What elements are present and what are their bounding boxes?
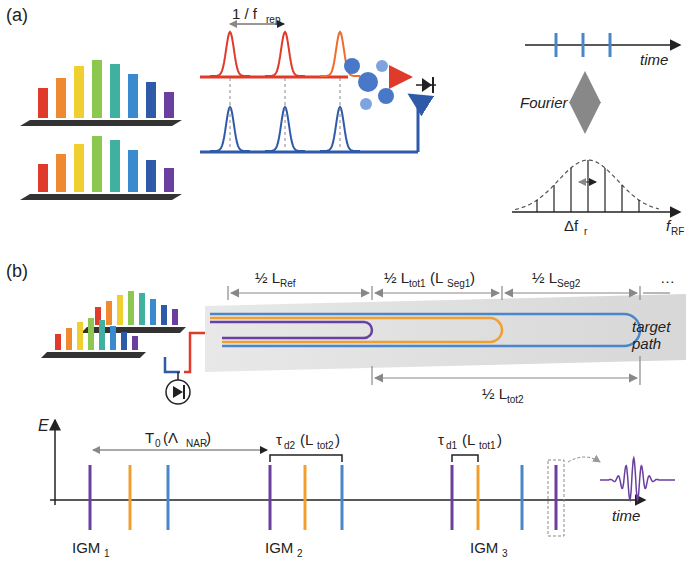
subscript-label: tot1: [479, 441, 496, 451]
text-label: (b): [6, 262, 28, 280]
text-label: ): [335, 432, 340, 447]
subscript-label: 2: [297, 549, 303, 559]
text-label: …: [660, 270, 675, 285]
text-label: (L: [462, 432, 475, 447]
subscript-label: r: [584, 227, 587, 237]
text-label: IGM: [470, 540, 498, 555]
subscript-label: d2: [284, 441, 295, 451]
text-label: target path: [632, 318, 682, 353]
text-label: ): [206, 430, 211, 445]
text-label: ½ L: [482, 386, 507, 401]
text-label: τ: [276, 432, 282, 447]
subscript-label: tot2: [317, 441, 334, 451]
text-label: (Λ: [163, 430, 178, 445]
subscript-label: 3: [502, 549, 508, 559]
subscript-label: 1: [104, 549, 110, 559]
text-label: ½ L: [532, 270, 557, 285]
text-label: (L: [430, 270, 443, 285]
text-label: Δf: [564, 218, 578, 233]
subscript-label: Ref: [280, 279, 296, 289]
text-label: τ: [438, 432, 444, 447]
text-label: (a): [6, 6, 28, 24]
text-label: time: [640, 52, 668, 67]
subscript-label: d1: [446, 441, 457, 451]
text-label: ½ L: [255, 270, 280, 285]
subscript-label: Seg2: [557, 279, 580, 289]
text-label: f: [666, 218, 670, 233]
subscript-label: rep: [266, 15, 280, 25]
subscript-label: 0: [155, 439, 161, 449]
subscript-label: NAR: [186, 439, 207, 449]
text-label: IGM: [265, 540, 293, 555]
subscript-label: Seg1: [447, 279, 470, 289]
text-label: ): [470, 270, 475, 285]
text-label: IGM: [72, 540, 100, 555]
text-label: Fourier: [520, 95, 568, 110]
subscript-label: RF: [671, 227, 684, 237]
text-label: (L: [300, 432, 313, 447]
text-label: time: [612, 508, 640, 523]
text-label: E: [38, 418, 49, 434]
subscript-label: tot1: [409, 279, 426, 289]
text-label: T: [145, 430, 154, 445]
text-label: 1 / f: [232, 6, 257, 21]
subscript-label: tot2: [507, 395, 524, 405]
text-label: ): [497, 432, 502, 447]
text-label: ½ L: [384, 270, 409, 285]
